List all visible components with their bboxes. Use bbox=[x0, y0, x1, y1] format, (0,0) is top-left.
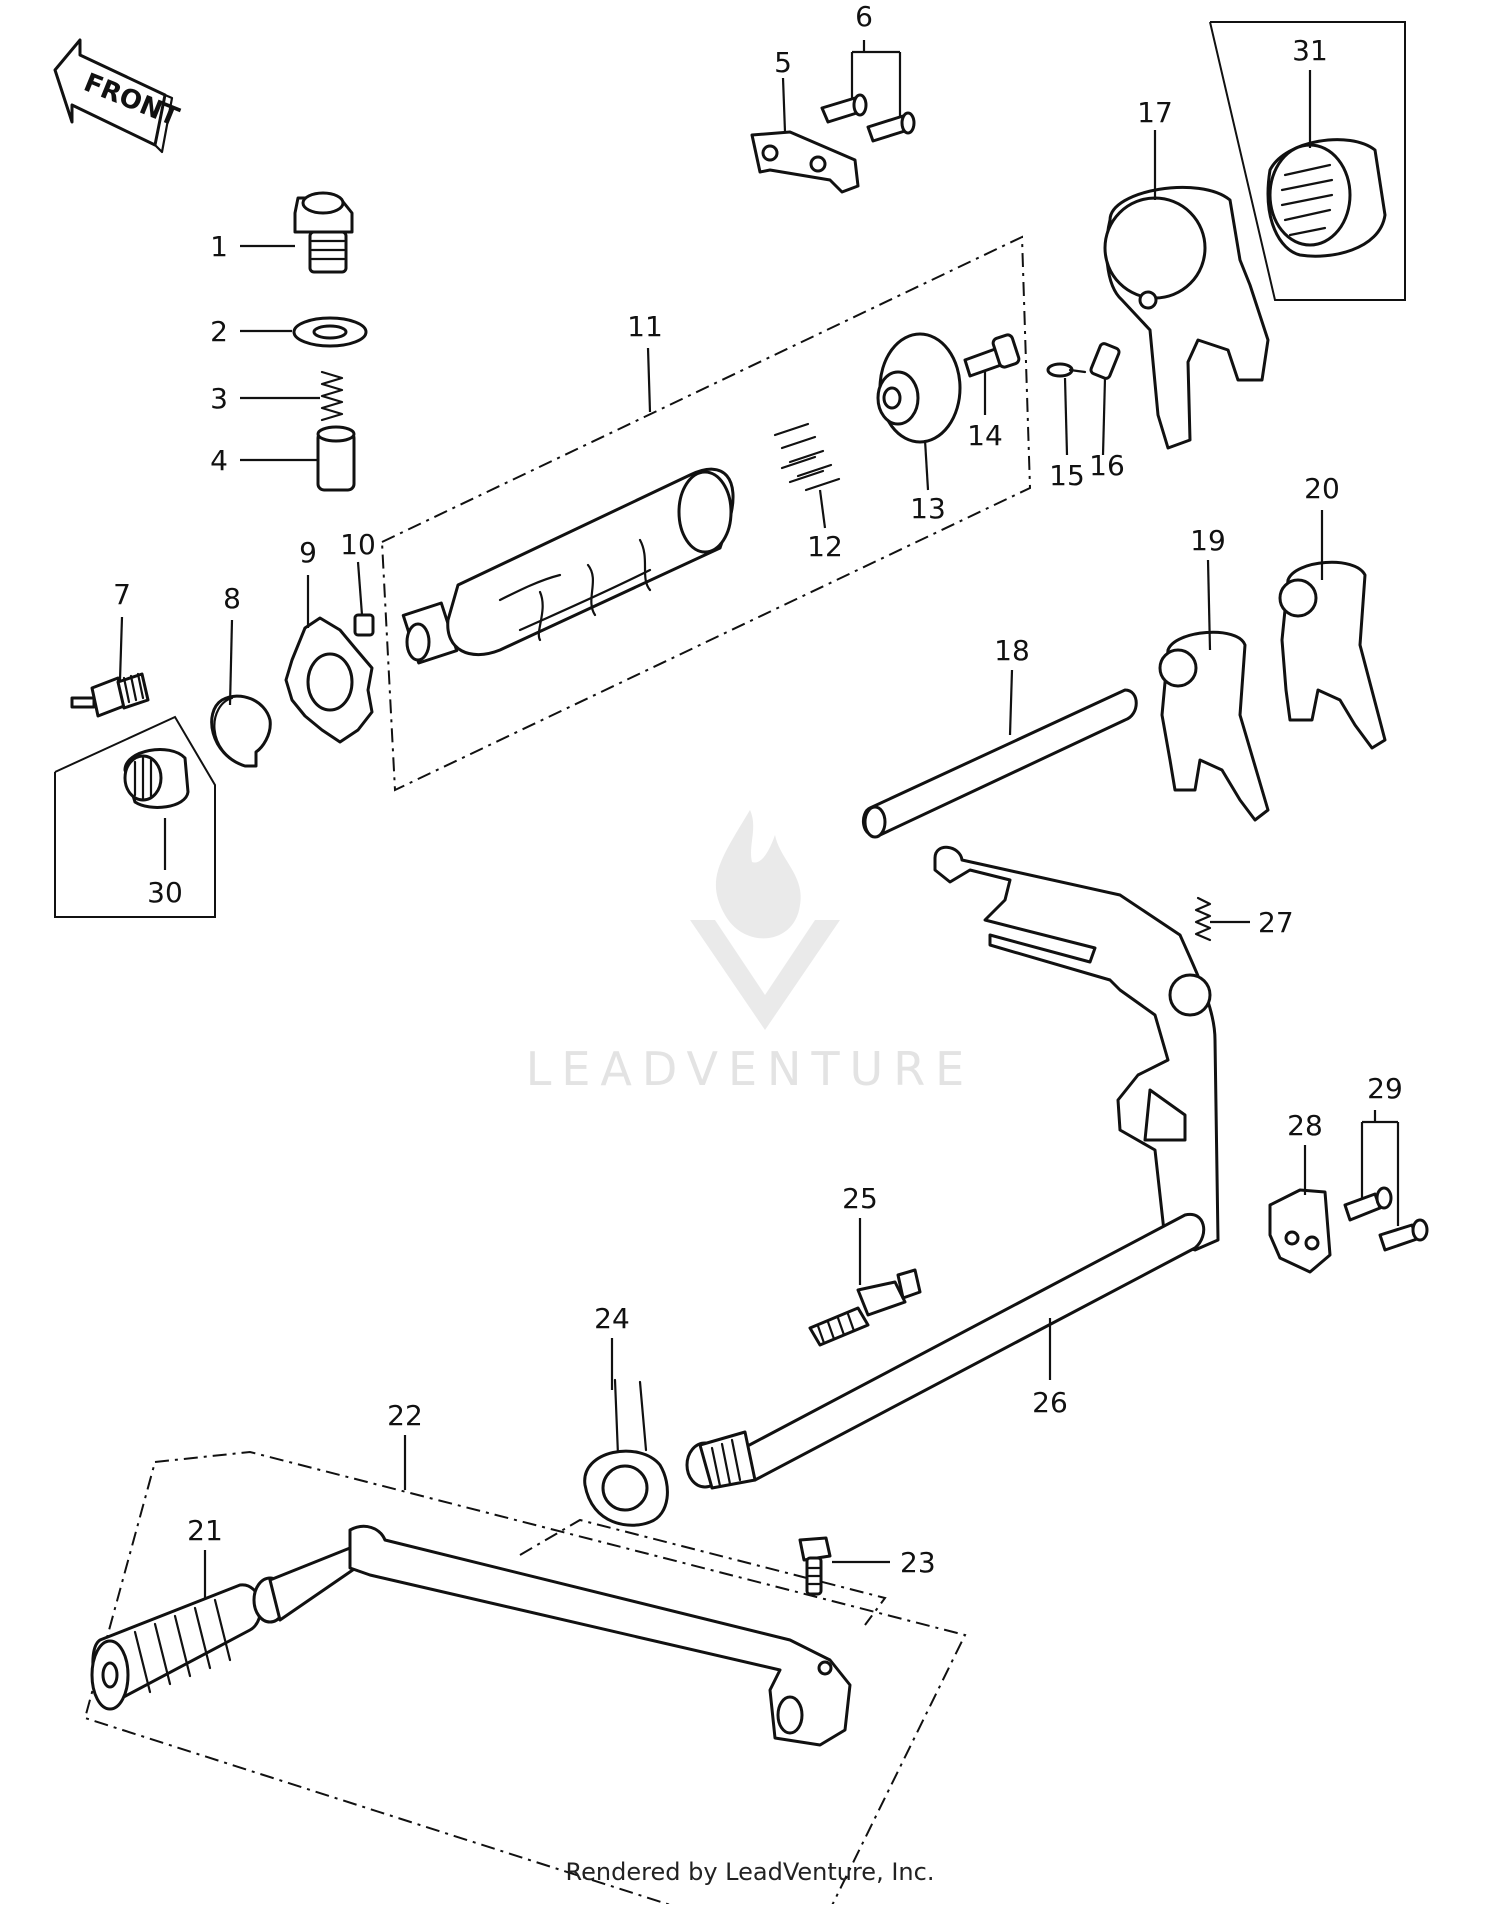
group-outline-bearing-30 bbox=[54, 715, 216, 918]
callout-30: 30 bbox=[147, 876, 183, 909]
part-6-bolts bbox=[820, 93, 916, 143]
part-23-pinch-bolt bbox=[798, 1536, 832, 1596]
part-28-plate bbox=[1268, 1188, 1332, 1274]
part-16-guide-pin bbox=[1089, 342, 1121, 380]
callout-1: 1 bbox=[210, 230, 228, 263]
watermark-text: LEADVENTURE bbox=[526, 1042, 975, 1096]
callout-27: 27 bbox=[1258, 906, 1294, 939]
callouts: 1 2 3 4 5 6 7 8 9 10 11 12 13 14 15 16 1… bbox=[113, 0, 1403, 1579]
part-17-shift-fork bbox=[1103, 185, 1270, 450]
part-8-circlip bbox=[210, 694, 272, 768]
part-20-shift-fork bbox=[1278, 560, 1387, 750]
front-direction-arrow: FRONT bbox=[53, 38, 183, 154]
part-13-cam-plate bbox=[876, 332, 962, 444]
callout-20: 20 bbox=[1304, 472, 1340, 505]
callout-10: 10 bbox=[340, 528, 376, 561]
part-27-return-spring bbox=[1194, 896, 1212, 942]
part-14-bolt bbox=[963, 333, 1021, 378]
callout-25: 25 bbox=[842, 1182, 878, 1215]
callout-11: 11 bbox=[627, 310, 663, 343]
group-outline-bearing-31 bbox=[1209, 21, 1406, 301]
part-30-bushing bbox=[123, 748, 190, 809]
part-7-neutral-switch bbox=[70, 672, 150, 718]
part-19-shift-fork bbox=[1158, 630, 1270, 822]
callout-24: 24 bbox=[594, 1302, 630, 1335]
callout-31: 31 bbox=[1292, 34, 1328, 67]
callout-15: 15 bbox=[1049, 459, 1085, 492]
part-24-torsion-spring bbox=[583, 1378, 669, 1527]
callout-14: 14 bbox=[967, 419, 1003, 452]
callout-5: 5 bbox=[774, 46, 792, 79]
group-outline-shift-drum bbox=[381, 235, 1032, 792]
part-12-pins bbox=[773, 422, 841, 492]
callout-28: 28 bbox=[1287, 1109, 1323, 1142]
part-25-stud-bolt bbox=[808, 1268, 922, 1347]
part-9-shift-cam-star bbox=[284, 616, 374, 744]
footer-credit: Rendered by LeadVenture, Inc. bbox=[566, 1858, 935, 1886]
callout-6: 6 bbox=[855, 0, 873, 33]
callout-13: 13 bbox=[910, 492, 946, 525]
callout-19: 19 bbox=[1190, 524, 1226, 557]
callout-18: 18 bbox=[994, 634, 1030, 667]
callout-3: 3 bbox=[210, 382, 228, 415]
callout-21: 21 bbox=[187, 1514, 223, 1547]
callout-29: 29 bbox=[1367, 1072, 1403, 1105]
callout-23: 23 bbox=[900, 1546, 936, 1579]
callout-26: 26 bbox=[1032, 1386, 1068, 1419]
part-29-bolts bbox=[1343, 1186, 1429, 1252]
callout-16: 16 bbox=[1089, 449, 1125, 482]
part-22-shift-pedal bbox=[252, 1524, 852, 1747]
callout-8: 8 bbox=[223, 582, 241, 615]
leader-lines bbox=[118, 40, 1400, 1600]
part-18-fork-shaft bbox=[861, 688, 1138, 839]
part-31-needle-bearing bbox=[1266, 138, 1387, 258]
part-11-shift-drum bbox=[401, 467, 735, 665]
callout-9: 9 bbox=[299, 536, 317, 569]
callout-7: 7 bbox=[113, 578, 131, 611]
part-1-plug-bolt bbox=[293, 191, 354, 274]
watermark: LEADVENTURE bbox=[526, 810, 975, 1096]
callout-2: 2 bbox=[210, 315, 228, 348]
part-3-spring bbox=[320, 370, 344, 422]
callout-22: 22 bbox=[387, 1399, 423, 1432]
part-5-plate bbox=[750, 130, 860, 194]
part-15-cotter-pin bbox=[1046, 362, 1087, 378]
part-2-washer bbox=[292, 316, 368, 348]
part-4-plunger bbox=[316, 425, 356, 492]
watermark-logo-icon bbox=[690, 810, 840, 1030]
part-26-shift-shaft bbox=[685, 845, 1220, 1490]
group-outline-pedal-assembly bbox=[83, 1450, 967, 1909]
callout-12: 12 bbox=[807, 530, 843, 563]
part-10-pin bbox=[353, 613, 375, 637]
callout-4: 4 bbox=[210, 444, 228, 477]
callout-17: 17 bbox=[1137, 96, 1173, 129]
part-21-pedal-rubber bbox=[90, 1583, 263, 1711]
